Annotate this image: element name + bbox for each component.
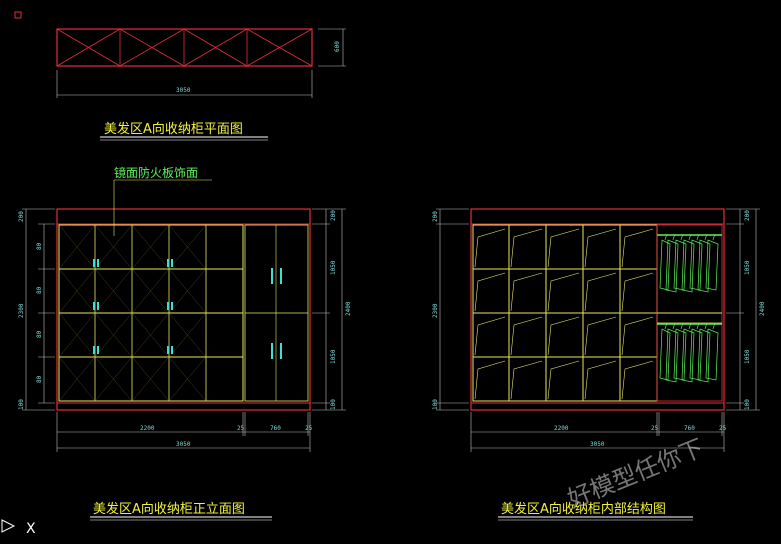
plan-depth-dim: 600 (334, 41, 341, 52)
inner-dim-right-top: 200 (744, 210, 751, 221)
inner-dim-bottom-right: 760 (684, 425, 695, 432)
front-elevation[interactable]: 200 2300 80 80 80 80 100 200 1050 1050 1… (18, 179, 352, 452)
inner-dim-bottom-gap: 25 (651, 425, 659, 432)
front-dim-right-total: 2400 (345, 301, 352, 316)
front-dim-bottom-total: 3050 (176, 441, 191, 448)
front-dim-left-sub: 80 (36, 242, 43, 250)
inner-dim-bottom-left: 2200 (554, 425, 569, 432)
inner-dim-right-bottom: 100 (744, 399, 751, 410)
inner-dim-right-total: 2400 (759, 301, 766, 316)
inner-dim-left-top: 200 (432, 211, 439, 222)
inner-view-title: 美发区A向收纳柜内部结构图 (501, 501, 666, 517)
plan-view-title: 美发区A向收纳柜平面图 (104, 121, 243, 137)
ucs-axis-icon: X (1, 519, 36, 537)
front-dim-bottom-left: 2200 (140, 425, 155, 432)
front-dim-right-bottom: 100 (330, 399, 337, 410)
front-view-title: 美发区A向收纳柜正立面图 (93, 501, 245, 517)
ucs-x-label: X (26, 521, 36, 537)
inner-structure-view[interactable]: 200 2300 100 200 1050 1050 100 2400 2200… (432, 208, 766, 452)
front-dim-right-top: 200 (330, 210, 337, 221)
front-dim-right-upper: 1050 (330, 260, 337, 275)
front-dim-bottom-gap: 25 (237, 425, 245, 432)
plan-width-dim: 3050 (176, 87, 191, 94)
inner-dim-right-lower: 1050 (744, 349, 751, 364)
inner-dim-right-upper: 1050 (744, 260, 751, 275)
front-dim-left-sub: 80 (36, 330, 43, 338)
front-dim-left-sub: 80 (36, 375, 43, 383)
front-dim-bottom-right: 760 (270, 425, 281, 432)
inner-dim-left-total: 2300 (432, 303, 439, 318)
inner-dim-bottom-total: 3050 (590, 441, 605, 448)
front-dim-left-sub: 80 (36, 286, 43, 294)
material-note: 镜面防火板饰面 (114, 165, 198, 180)
front-dim-bottom-gap2: 25 (305, 425, 313, 432)
front-dim-left-total: 2300 (18, 303, 25, 318)
front-dim-left-bottom: 100 (18, 399, 25, 410)
front-dim-left-top: 200 (18, 211, 25, 222)
hanging-clothes-icon (659, 234, 719, 383)
front-dim-right-lower: 1050 (330, 349, 337, 364)
inner-dim-left-bottom: 100 (432, 399, 439, 410)
plan-view[interactable]: 3050 600 (56, 28, 346, 98)
inner-dim-bottom-gap2: 25 (719, 425, 727, 432)
origin-marker-icon (14, 11, 22, 19)
